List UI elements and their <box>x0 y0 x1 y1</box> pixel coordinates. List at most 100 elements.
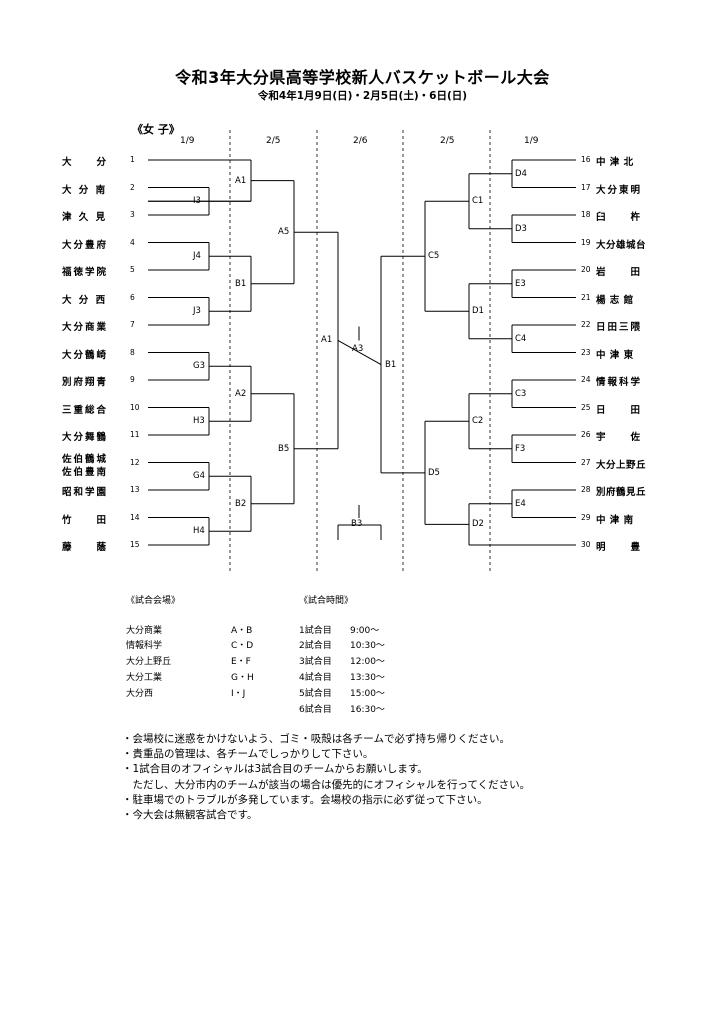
page-title: 令和3年大分県高等学校新人バスケットボール大会 <box>175 68 550 87</box>
match-label: B1 <box>235 278 247 289</box>
seed-number: 15 <box>130 540 140 549</box>
team-name: 岩 田 <box>596 267 643 278</box>
match-label: E4 <box>515 498 526 509</box>
match-label: I3 <box>193 196 201 207</box>
venue-courts: I・J <box>231 689 246 699</box>
seed-number: 7 <box>130 320 135 329</box>
column-date-1: 1/9 <box>180 136 195 146</box>
seed-number: 20 <box>581 265 591 274</box>
team-name: 佐伯鶴城 <box>62 453 109 465</box>
team-name: 竹 田 <box>62 514 109 526</box>
column-date-2: 2/5 <box>266 136 281 146</box>
seed-number: 11 <box>130 430 140 439</box>
game-number: 3試合目 <box>299 657 332 667</box>
note-line: ・会場校に迷惑をかけないよう、ゴミ・吸殻は各チームで必ず持ち帰りください。 <box>122 733 510 745</box>
match-label: B5 <box>278 443 290 454</box>
match-label: D1 <box>472 306 484 317</box>
seed-number: 2 <box>130 182 135 192</box>
team-name: 中 津 北 <box>596 157 634 168</box>
venue-courts: G・H <box>231 673 254 683</box>
match-label: H3 <box>193 416 205 427</box>
game-time: 9:00～ <box>350 626 380 636</box>
venue-courts: A・B <box>231 626 253 636</box>
seed-number: 16 <box>581 155 591 164</box>
venue-name: 情報科学 <box>126 641 163 651</box>
seed-number: 29 <box>581 512 591 522</box>
team-name: 情報科学 <box>596 377 643 388</box>
match-label: B2 <box>235 498 247 509</box>
tournament-bracket <box>148 130 576 572</box>
final-line <box>337 340 382 365</box>
match-label: F3 <box>515 443 526 454</box>
seed-number: 9 <box>130 375 135 384</box>
seed-number: 17 <box>581 182 591 192</box>
seed-number: 6 <box>130 292 135 302</box>
team-name: 大 分 西 <box>62 294 108 306</box>
seed-number: 25 <box>581 402 591 412</box>
game-number: 5試合目 <box>299 689 332 699</box>
team-name: 大 分 <box>62 157 109 168</box>
team-name: 別府翔青 <box>62 377 109 388</box>
match-label: A1 <box>321 335 333 346</box>
match-label: A5 <box>278 227 290 238</box>
seed-number: 4 <box>130 237 135 247</box>
match-label: G4 <box>193 471 205 482</box>
match-label: J4 <box>193 251 201 262</box>
team-name: 藤 蔭 <box>62 542 109 553</box>
note-line: ・貴重品の管理は、各チームでしっかりして下さい。 <box>122 748 374 761</box>
team-name: 日 田 <box>596 404 643 416</box>
match-label: J3 <box>193 306 201 317</box>
seed-number: 19 <box>581 237 591 247</box>
venue-courts: E・F <box>231 657 251 667</box>
seed-number: 10 <box>130 402 140 412</box>
team-name: 大分豊府 <box>62 239 109 251</box>
team-name: 三重総合 <box>62 404 109 416</box>
team-name: 臼 杵 <box>596 212 643 223</box>
game-number: 2試合目 <box>299 641 332 651</box>
note-line: ・今大会は無観客試合です。 <box>122 809 258 822</box>
match-label: B1 <box>385 359 397 370</box>
team-name: 大 分 南 <box>62 184 108 196</box>
column-date-3: 2/6 <box>353 136 368 146</box>
seed-number: 1 <box>130 155 135 164</box>
seed-number: 12 <box>130 457 140 467</box>
game-number: 6試合目 <box>299 705 332 715</box>
match-label: D4 <box>515 168 527 179</box>
team-name: 大分商業 <box>62 322 109 333</box>
seed-number: 24 <box>581 375 591 384</box>
match-label: D3 <box>515 223 527 234</box>
match-label: A1 <box>235 175 247 186</box>
game-time: 13:30～ <box>350 673 385 683</box>
note-line: ・1試合目のオフィシャルは3試合目のチームからお願いします。 <box>122 763 428 776</box>
game-time: 12:00～ <box>350 657 385 667</box>
section-label: 《女 子》 <box>132 123 180 136</box>
seed-number: 5 <box>130 265 135 274</box>
match-label: C3 <box>515 388 527 399</box>
seed-number: 28 <box>581 485 591 494</box>
venue-name: 大分商業 <box>126 626 163 636</box>
seed-number: 8 <box>130 347 135 357</box>
team-name: 大分東明 <box>596 184 643 196</box>
team-name: 日田三隈 <box>596 322 643 333</box>
column-date-5: 1/9 <box>524 136 539 146</box>
match-label: E3 <box>515 278 526 289</box>
team-name: 明 豊 <box>596 542 643 553</box>
team-name: 昭和学園 <box>62 487 109 498</box>
team-name: 別府鶴見丘 <box>596 487 647 498</box>
match-label: G3 <box>193 361 205 372</box>
match-label: C2 <box>472 416 484 427</box>
team-name: 宇 佐 <box>596 432 643 443</box>
match-label: D5 <box>428 467 440 478</box>
seed-number: 3 <box>130 210 135 219</box>
time-heading: 《試合時間》 <box>299 596 354 606</box>
match-label: A2 <box>235 388 247 399</box>
seed-number: 18 <box>581 210 591 219</box>
game-number: 4試合目 <box>299 673 332 683</box>
page-subtitle: 令和4年1月9日(日)・2月5日(土)・6日(日) <box>257 90 468 102</box>
team-name: 大分上野丘 <box>596 459 647 471</box>
venue-name: 大分上野丘 <box>126 657 172 667</box>
venue-heading: 《試合会場》 <box>126 596 181 606</box>
venue-name: 大分西 <box>126 689 154 699</box>
team-name: 大分舞鶴 <box>62 432 109 443</box>
seed-number: 27 <box>581 457 591 467</box>
